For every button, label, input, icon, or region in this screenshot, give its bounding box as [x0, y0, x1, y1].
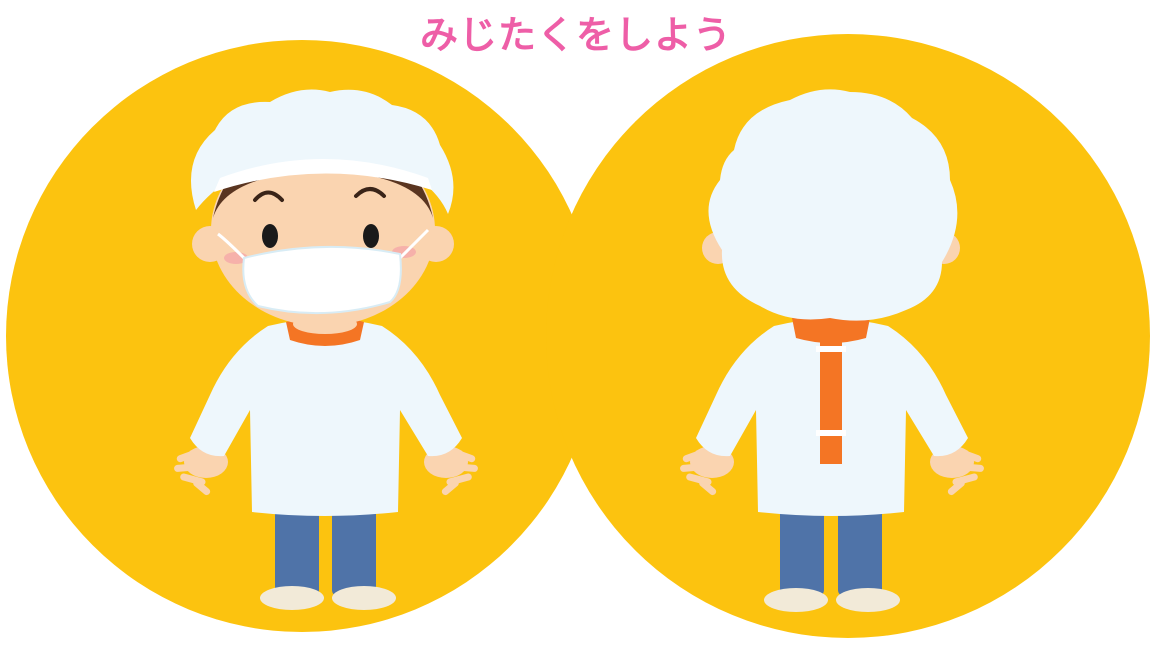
front-pants-right-leg [332, 500, 376, 596]
front-shoe-right [332, 586, 396, 610]
front-eye-right [363, 224, 379, 248]
back-shoe-right [836, 588, 900, 612]
back-cap [708, 89, 958, 321]
front-mask [242, 245, 402, 315]
front-shoe-left [260, 586, 324, 610]
back-shoe-left [764, 588, 828, 612]
back-view-figure [680, 89, 984, 612]
back-tie-top [816, 346, 846, 352]
back-hand-left [680, 446, 734, 496]
front-pants-left-leg [275, 500, 319, 596]
front-eye-left [262, 224, 278, 248]
back-pants-right-leg [838, 500, 882, 596]
page-title: みじたくをしよう [419, 13, 732, 57]
front-view-figure [174, 89, 478, 610]
back-pants-left-leg [780, 500, 824, 596]
back-opening-strip [820, 338, 842, 464]
front-cap [190, 89, 454, 214]
back-tie-bottom [816, 430, 846, 436]
front-coat [190, 319, 462, 516]
